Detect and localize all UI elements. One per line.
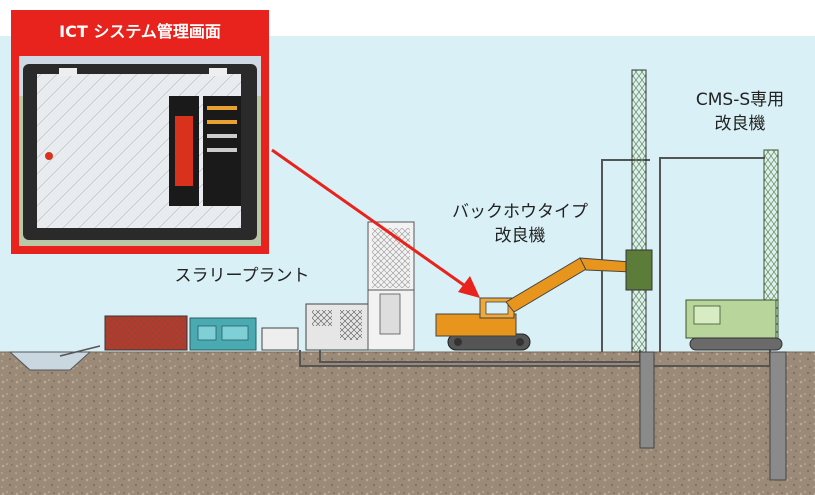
mixing-mast xyxy=(631,69,647,353)
sediment-pit xyxy=(8,345,101,371)
backhoe-machine xyxy=(435,69,655,449)
improvement-rod xyxy=(639,351,655,449)
slurry-plant-label: スラリープラント xyxy=(174,266,310,286)
backhoe-label: バックホウタイプ 改良機 xyxy=(452,202,588,246)
cms-track xyxy=(689,337,783,351)
slurry-plant xyxy=(104,221,415,351)
cms-label: CMS-S専用 改良機 xyxy=(695,90,785,134)
inset-title: ICT システム管理画面 xyxy=(59,22,221,41)
tablet-photo xyxy=(19,56,261,246)
ground xyxy=(0,352,815,495)
cms-rod xyxy=(769,351,787,481)
tablet-illustration xyxy=(19,56,261,246)
pump-unit xyxy=(261,327,299,351)
pointer-arrow xyxy=(271,148,480,298)
cms-machine xyxy=(685,149,787,481)
excavator-body xyxy=(435,313,517,337)
ict-system-inset: ICT システム管理画面 xyxy=(11,10,269,254)
